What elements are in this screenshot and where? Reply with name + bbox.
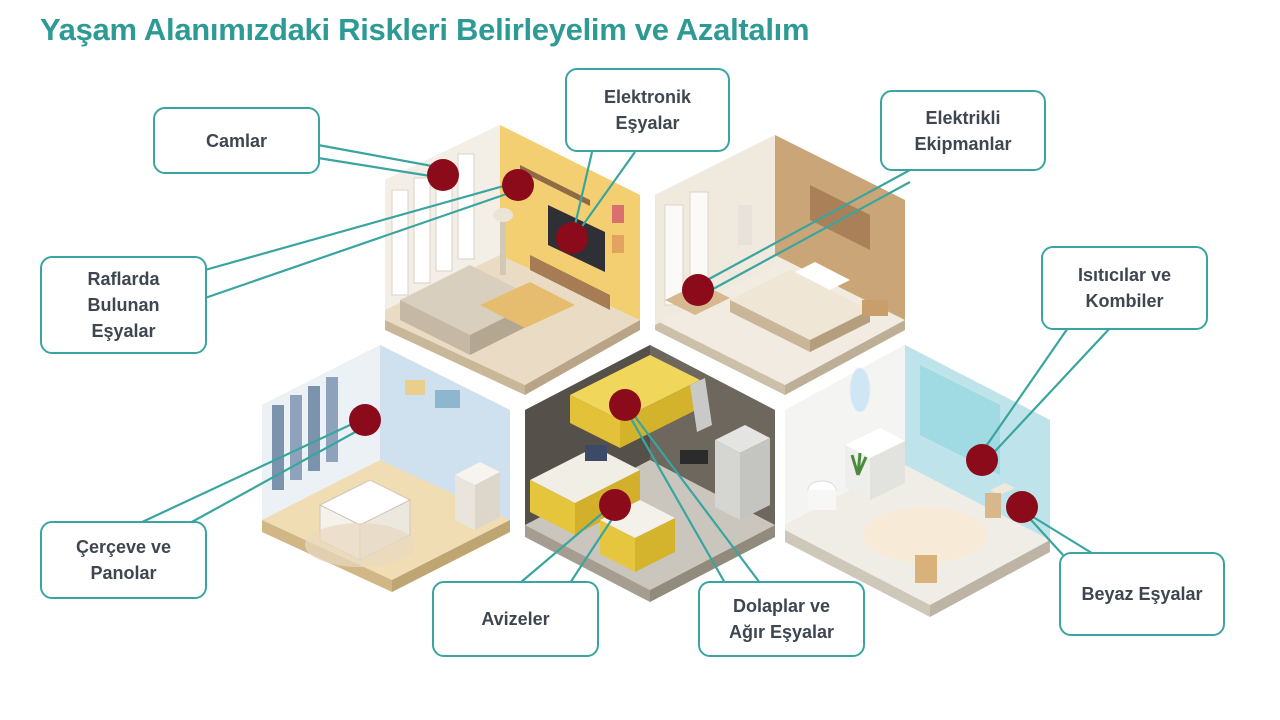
callout-elektronik: Elektronik Eşyalar xyxy=(565,68,730,152)
marker-cerceve xyxy=(349,404,381,436)
marker-isiticilar xyxy=(966,444,998,476)
callout-beyaz: Beyaz Eşyalar xyxy=(1059,552,1225,636)
callout-avizeler: Avizeler xyxy=(432,581,599,657)
marker-dolaplar xyxy=(609,389,641,421)
callout-isiticilar: Isıtıcılar ve Kombiler xyxy=(1041,246,1208,330)
marker-camlar xyxy=(427,159,459,191)
marker-elektrikli xyxy=(682,274,714,306)
bedroom-illustration xyxy=(655,135,905,395)
nursery-illustration xyxy=(262,345,510,592)
callout-cerceve: Çerçeve ve Panolar xyxy=(40,521,207,599)
living-room-illustration xyxy=(385,125,640,395)
callout-dolaplar: Dolaplar ve Ağır Eşyalar xyxy=(698,581,865,657)
callout-camlar: Camlar xyxy=(153,107,320,174)
callout-elektrikli: Elektrikli Ekipmanlar xyxy=(880,90,1046,171)
marker-elektronik xyxy=(556,222,588,254)
marker-raflarda xyxy=(502,169,534,201)
page-title: Yaşam Alanımızdaki Riskleri Belirleyelim… xyxy=(40,12,810,47)
marker-avizeler xyxy=(599,489,631,521)
bathroom-illustration xyxy=(785,345,1050,617)
callout-raflarda: Raflarda Bulunan Eşyalar xyxy=(40,256,207,354)
risk-markers xyxy=(349,159,1038,523)
kitchen-illustration xyxy=(525,345,775,602)
marker-beyaz xyxy=(1006,491,1038,523)
